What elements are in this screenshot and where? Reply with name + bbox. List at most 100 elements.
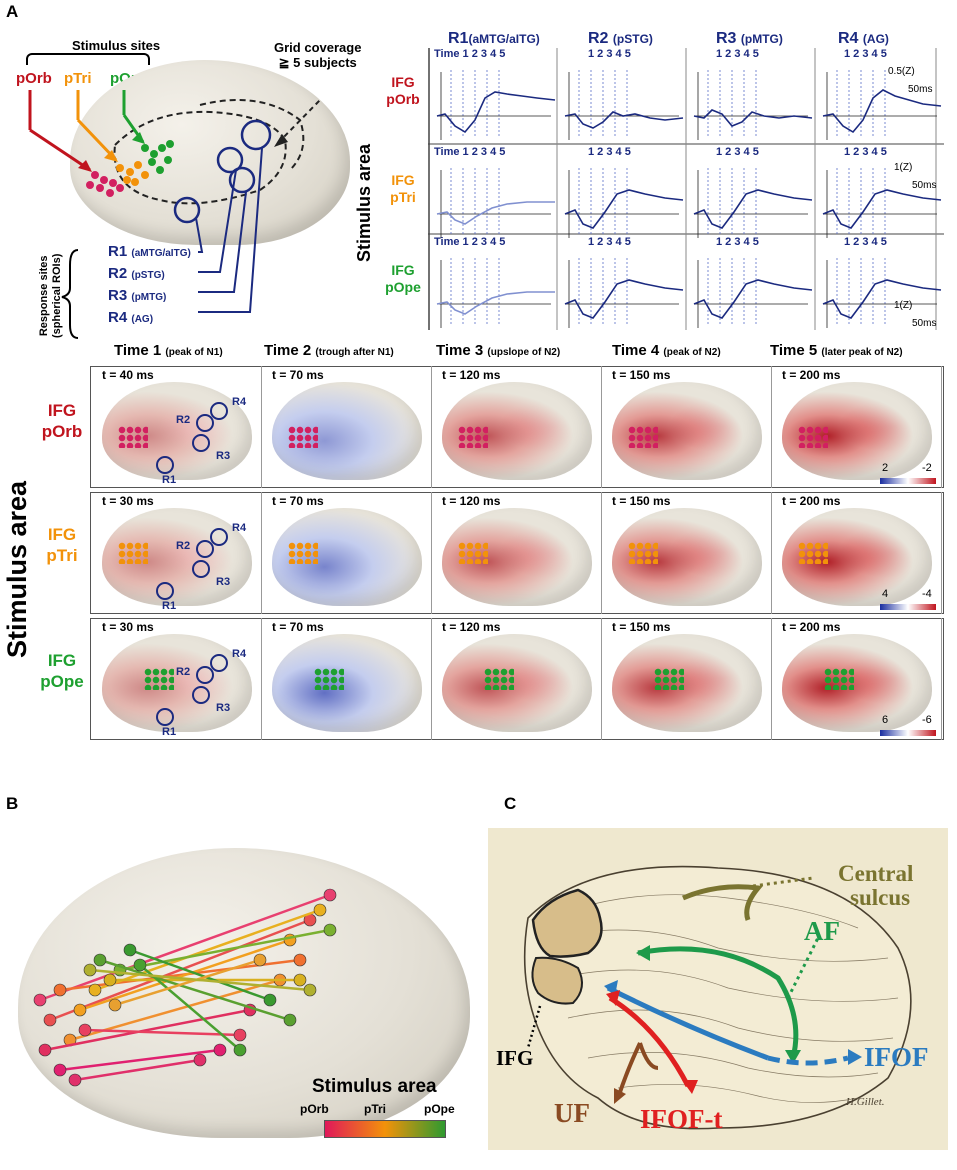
- time-ticks-r1-ptri: Time 1 2 3 4 5: [434, 146, 506, 158]
- roi-circle: [196, 414, 214, 432]
- electrode-node: [78, 1023, 92, 1037]
- panel-letter-a: A: [6, 2, 19, 21]
- map-time-label: t = 120 ms: [442, 494, 501, 508]
- electrode-node: [263, 993, 277, 1007]
- time-ticks-r3-porb: 1 2 3 4 5: [716, 48, 759, 60]
- waveform-trace: [693, 189, 813, 229]
- map-brain: [272, 634, 422, 732]
- connection-line: [89, 968, 311, 992]
- time-ticks-r1-pope: Time 1 2 3 4 5: [434, 236, 506, 248]
- colorbar-min-label: 4: [882, 588, 889, 600]
- roi-circle: [210, 402, 228, 420]
- wave-header-r1: R1(aMTG/aITG): [448, 30, 540, 47]
- map-time-label: t = 120 ms: [442, 368, 501, 382]
- waveform-trace: [564, 189, 684, 229]
- roi-circle: [210, 528, 228, 546]
- roi-circle: [210, 654, 228, 672]
- roi-label: R2: [176, 540, 191, 552]
- map-time-label: t = 150 ms: [612, 494, 671, 508]
- map-time-label: t = 70 ms: [272, 494, 324, 508]
- electrode-node: [53, 983, 67, 997]
- connection-line: [139, 964, 241, 1051]
- map-cell: t = 70 ms: [262, 366, 432, 488]
- electrode-node: [253, 953, 267, 967]
- colorbar-min-label: 6: [882, 714, 889, 726]
- wave-header-r3: R3 (pMTG): [716, 30, 783, 47]
- wave-header-r4: R4 (AG): [838, 30, 889, 47]
- electrode-node: [293, 953, 307, 967]
- stimulus-electrodes: [288, 426, 318, 448]
- map-cell: t = 150 ms: [602, 492, 772, 614]
- waveform-trace: [436, 201, 555, 225]
- electrode-node: [193, 1053, 207, 1067]
- legend-ptri: pTri: [364, 1102, 387, 1116]
- electrode-node: [293, 973, 307, 987]
- connection-line: [119, 928, 331, 972]
- panel-letter-b: B: [6, 794, 19, 813]
- ptri-label: pTri: [64, 70, 92, 87]
- time-ticks-r2-ptri: 1 2 3 4 5: [588, 146, 631, 158]
- map-time-label: t = 200 ms: [782, 368, 841, 382]
- electrode-node: [83, 963, 97, 977]
- stimulus-electrodes: [654, 668, 684, 690]
- stimulus-electrodes: [314, 668, 344, 690]
- stimulus-area-big-label: Stimulus area: [2, 480, 32, 658]
- roi-label: R1: [162, 474, 177, 486]
- waveform-trace: [564, 111, 684, 129]
- legend-gradient-bar: [324, 1120, 446, 1138]
- time-header-3: Time 3 (upslope of N2): [436, 342, 561, 359]
- connection-line: [94, 908, 321, 992]
- schematic-brain-area: Stimulus sites pOrb pTri pOpe: [16, 20, 420, 340]
- connection-line: [39, 893, 331, 1002]
- map-cell: t = 120 ms: [432, 618, 602, 740]
- waveform-grid: [428, 48, 944, 330]
- waveform-trace: [822, 279, 942, 319]
- schematic-overlay: [28, 90, 321, 339]
- waveform-trace: [436, 91, 556, 134]
- colorbar-max-label: -4: [922, 588, 932, 600]
- wave-header-r2: R2 (pSTG): [588, 30, 653, 47]
- waveform-stimulus-area-label: Stimulus area: [354, 143, 374, 262]
- stimulus-electrodes: [458, 426, 488, 448]
- map-time-label: t = 200 ms: [782, 620, 841, 634]
- waveform-trace: [822, 189, 942, 229]
- stimulus-electrodes: [628, 426, 658, 448]
- electrode-node: [233, 1028, 247, 1042]
- waveform-trace: [693, 109, 813, 127]
- legend-title: Stimulus area: [312, 1076, 437, 1097]
- time-ticks-r2-porb: 1 2 3 4 5: [588, 48, 631, 60]
- map-time-label: t = 30 ms: [102, 494, 154, 508]
- map-time-label: t = 30 ms: [102, 620, 154, 634]
- time-ticks-r4-ptri: 1 2 3 4 5: [844, 146, 887, 158]
- connection-line: [59, 1048, 221, 1072]
- time-ticks-r2-pope: 1 2 3 4 5: [588, 236, 631, 248]
- electrode-node: [88, 983, 102, 997]
- map-time-label: t = 70 ms: [272, 620, 324, 634]
- stimulus-sites-brace: [26, 53, 150, 65]
- connection-line: [114, 958, 261, 1007]
- roi-label: R3: [216, 576, 231, 588]
- roi-circle: [156, 456, 174, 474]
- ifof-t-label: IFOF-t: [640, 1104, 723, 1134]
- electrode-node: [108, 998, 122, 1012]
- electrode-node: [323, 888, 337, 902]
- time-ticks-r3-pope: 1 2 3 4 5: [716, 236, 759, 248]
- map-brain: [782, 634, 932, 732]
- electrode-node: [283, 1013, 297, 1027]
- grid-coverage-label: Grid coverage ≧ 5 subjects: [274, 40, 362, 70]
- colorbar: [880, 604, 936, 610]
- electrode-node: [323, 923, 337, 937]
- roi-label: R2: [176, 666, 191, 678]
- scale-50ms-2: 50ms: [912, 180, 937, 191]
- connection-line: [99, 958, 291, 1022]
- stimulus-electrodes: [144, 668, 174, 690]
- schematic-brain: [70, 60, 350, 245]
- scale-1z-b: 1(Z): [894, 300, 913, 311]
- time-header-2: Time 2 (trough after N1): [264, 342, 394, 359]
- map-time-label: t = 150 ms: [612, 620, 671, 634]
